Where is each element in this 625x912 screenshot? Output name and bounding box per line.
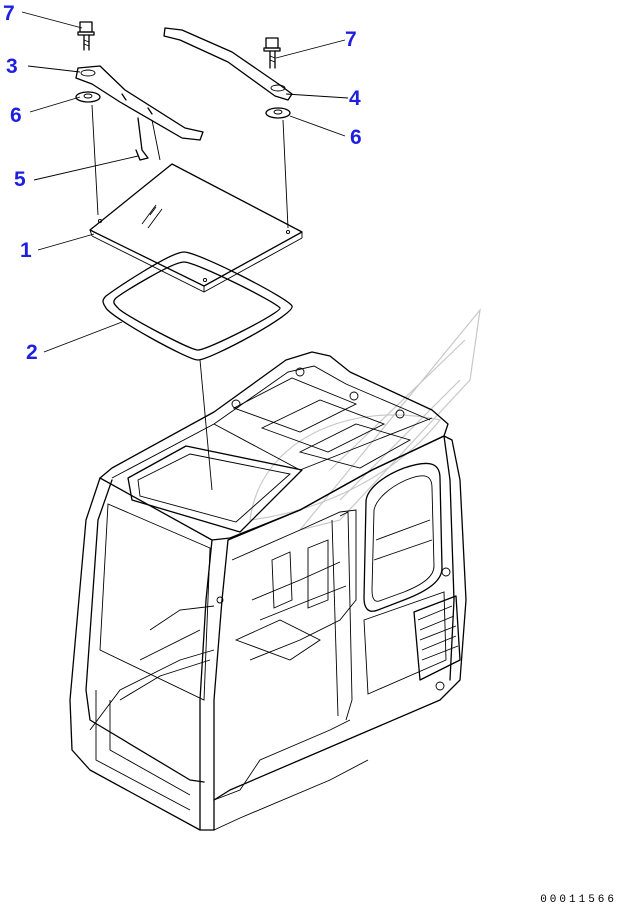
roof-glass (89, 163, 303, 293)
cab-body (69, 351, 467, 831)
document-number: 00011566 (540, 894, 617, 906)
assembly-lines (91, 104, 289, 491)
watermark-logo (249, 307, 481, 532)
bolt-left (77, 21, 95, 51)
washer-left (75, 91, 101, 103)
callout-roof-seal: 2 (26, 341, 38, 364)
callout-washer-left: 6 (10, 104, 22, 127)
spacer (135, 117, 149, 161)
callout-spacer: 5 (14, 168, 26, 191)
washer-right (265, 107, 291, 119)
plate-left (75, 65, 204, 141)
callout-plate-right: 4 (349, 87, 361, 110)
leader-lines (21, 11, 349, 353)
callout-roof-glass: 1 (20, 239, 32, 262)
bolt-right (263, 37, 281, 69)
callout-bolt-right: 7 (345, 28, 357, 51)
plate-right (163, 27, 293, 101)
callout-bolt-left: 7 (3, 2, 15, 25)
roof-seal (102, 251, 293, 361)
callout-washer-right: 6 (350, 126, 362, 149)
callout-plate-left: 3 (6, 55, 18, 78)
